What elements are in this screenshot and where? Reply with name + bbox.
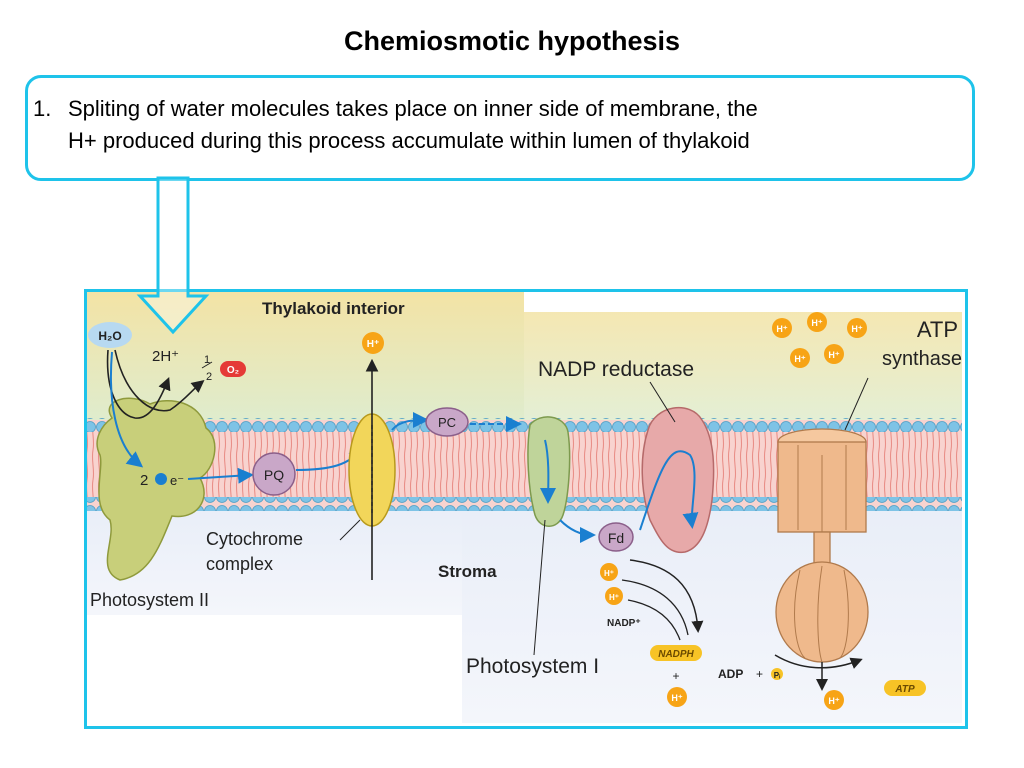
water-label: H₂O (98, 329, 121, 343)
proton-icons: H⁺ H⁺ H⁺ H⁺ H⁺ H⁺ H⁺ H⁺ H⁺ H⁺ (362, 312, 867, 710)
atp-synthase-complex (775, 428, 869, 663)
ferredoxin-icon (598, 522, 634, 552)
oxygen-icon (220, 361, 246, 377)
electron-flow-arrow (109, 351, 144, 468)
cytochrome-label-line1: Cytochrome (206, 529, 303, 549)
two-h-plus-label: 2H⁺ (152, 348, 179, 365)
callout-pointer-arrow (136, 176, 210, 335)
electron-to-pq-arrow (187, 467, 254, 484)
stroma-label: Stroma (438, 562, 497, 581)
photosystem2-label: Photosystem II (90, 590, 209, 610)
ps1-to-fd-arrow (559, 519, 596, 543)
oxygen-label: O₂ (227, 365, 239, 376)
nadp-reductase-label: NADP reductase (538, 358, 694, 381)
svg-text:H⁺: H⁺ (776, 324, 787, 334)
phosphate-icon (771, 668, 783, 680)
nadph-plus-sign: + (672, 669, 679, 683)
page-title: Chemiosmotic hypothesis (343, 26, 681, 56)
water-split-arrow-o (114, 349, 205, 412)
cytochrome-pointer (339, 519, 361, 541)
svg-text:H⁺: H⁺ (604, 569, 614, 578)
atp-formation-arrow (774, 654, 863, 669)
phosphate-label: Pᵢ (774, 671, 780, 680)
adp-label: ADP (718, 667, 743, 681)
electron-icon (155, 473, 167, 485)
atp-synthase-label-line2: synthase (882, 348, 962, 370)
water-molecule-icon (88, 322, 132, 348)
nadp-plus-label: NADP⁺ (607, 618, 641, 629)
water-split-arrow-h (106, 349, 171, 419)
hypothesis-callout: 1. Spliting of water molecules takes pla… (25, 75, 975, 181)
atp-synthase-label-line1: ATP (917, 317, 958, 342)
photosystem2-complex (96, 397, 216, 581)
atp-badge (884, 680, 926, 696)
cytochrome-to-pc-arrow (391, 412, 429, 431)
half-numerator: 1 (204, 354, 210, 366)
point-number: 1. (33, 96, 52, 121)
svg-text:H⁺: H⁺ (609, 593, 619, 602)
cytochrome-label-line2: complex (206, 554, 273, 574)
atp-synthase-pointer (844, 377, 869, 431)
nadph-badge (650, 645, 702, 661)
nadp-reductase-electron-arrow (639, 450, 699, 531)
svg-text:H⁺: H⁺ (367, 339, 380, 350)
nadph-formation-arrow (629, 559, 704, 633)
svg-text:H⁺: H⁺ (671, 693, 682, 703)
pc-label: PC (438, 415, 456, 430)
stroma-region-right (462, 510, 962, 723)
ps1-pointer-line (533, 519, 546, 656)
electron-label: e⁻ (170, 473, 184, 488)
point-text-line2: H+ produced during this process accumula… (68, 128, 750, 153)
plastocyanin-icon (425, 407, 469, 437)
nadph-formation-arrow-3 (627, 599, 681, 641)
svg-text:H⁺: H⁺ (811, 318, 822, 328)
photosystem1-label: Photosystem I (466, 655, 599, 678)
svg-text:H⁺: H⁺ (828, 696, 839, 706)
plastoquinone-icon (252, 452, 296, 496)
half-denominator: 2 (206, 371, 212, 383)
nadph-label: NADPH (658, 649, 694, 660)
half-fraction-bar (201, 361, 213, 369)
thylakoid-lumen-right (524, 312, 962, 420)
fd-label: Fd (608, 530, 624, 546)
adp-plus-sign: + (756, 667, 763, 681)
svg-text:H⁺: H⁺ (828, 350, 839, 360)
thylakoid-interior-label: Thylakoid interior (262, 299, 405, 318)
nadph-formation-arrow-2 (621, 579, 689, 636)
svg-text:H⁺: H⁺ (851, 324, 862, 334)
svg-text:H⁺: H⁺ (794, 354, 805, 364)
point-text-line1: Spliting of water molecules takes place … (68, 96, 758, 121)
pq-label: PQ (264, 467, 284, 483)
nadp-reductase-pointer (649, 381, 676, 423)
atp-product-label: ATP (894, 684, 915, 695)
ps1-electron-arrow (540, 439, 557, 504)
two-electrons-count: 2 (140, 472, 148, 489)
